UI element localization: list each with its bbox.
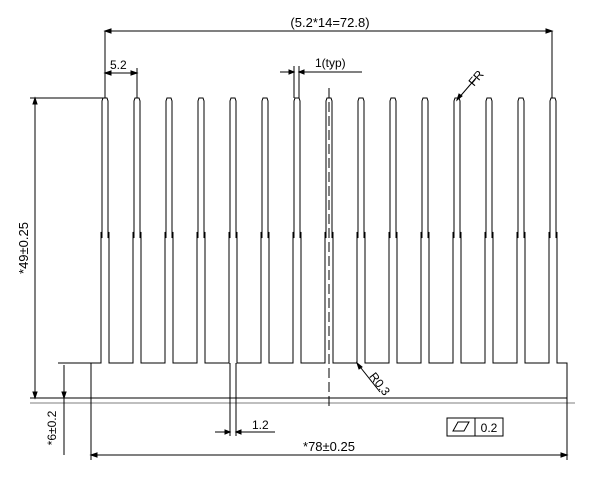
overall-width-dimension: [89, 398, 569, 460]
base-fin-thickness-label: 1.2: [252, 418, 269, 432]
pitch-label: 5.2: [110, 58, 127, 72]
base-thickness-label: *6±0.2: [45, 410, 59, 445]
base-fin-thickness-dimension: [215, 363, 275, 436]
fin-height-label: *49±0.25: [16, 222, 31, 274]
flatness-tolerance-label: 0.2: [481, 421, 498, 435]
total-span-label: (5.2*14=72.8): [290, 15, 369, 30]
root-radius-callout: [355, 361, 381, 393]
fin-height-dimension: [30, 96, 104, 400]
pitch-dimension: [103, 68, 139, 98]
heatsink-outline: [90, 97, 568, 399]
tip-radius-callout: [455, 77, 477, 102]
fin-thickness-label: 1(typ): [315, 56, 346, 70]
root-radius-label: R0.3: [366, 370, 393, 399]
heatsink-profile: [30, 97, 575, 404]
overall-width-label: *78±0.25: [303, 439, 355, 454]
flatness-control-frame: [446, 417, 504, 437]
base-thickness-dimension: [58, 362, 92, 455]
fin-thickness-dimension: [280, 66, 362, 98]
total-span-dimension: [103, 28, 554, 98]
